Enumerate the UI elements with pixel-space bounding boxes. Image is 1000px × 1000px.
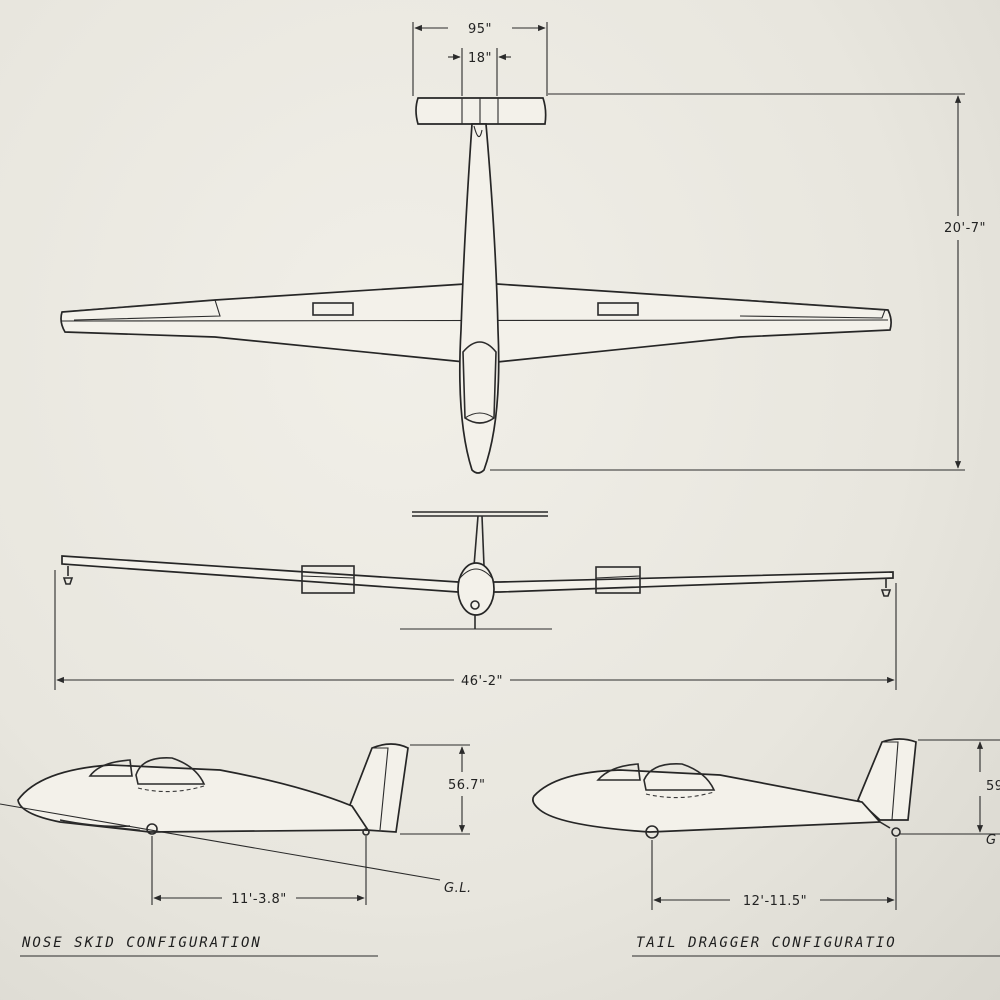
caption-tail-dragger: TAIL DRAGGER CONFIGURATIO: [636, 935, 897, 951]
wheelbase-label-nose-skid: 11'-3.8": [231, 892, 286, 907]
stabilizer-center-label: 18": [468, 51, 492, 66]
front-view: 46'-2": [54, 511, 897, 690]
fuselage-front: [457, 562, 495, 616]
stabilizer-span-label: 95": [468, 22, 492, 37]
wheelbase-label-tail-dragger: 12'-11.5": [743, 894, 807, 909]
caption-nose-skid: NOSE SKID CONFIGURATION: [21, 935, 262, 951]
ground-line-label-nose-skid: G.L.: [444, 881, 472, 896]
top-view: 95" 18" 20'-7": [60, 22, 986, 474]
wingspan-label: 46'-2": [461, 674, 503, 689]
overall-length-label: 20'-7": [944, 221, 986, 236]
tail-height-label-tail-dragger: 59": [986, 779, 1000, 794]
horizontal-stabilizer: [415, 97, 547, 125]
fuselage-side-nose-skid: [17, 764, 370, 833]
ground-line-label-tail-dragger: G: [986, 833, 997, 848]
tail-height-label-nose-skid: 56.7": [448, 778, 485, 793]
fuselage-side-tail-dragger: [532, 769, 882, 833]
side-view-nose-skid: G.L. 56.7" 11'-3.8" NOSE SKID CONFIGURAT…: [0, 743, 485, 957]
side-view-tail-dragger: 59" G 12'-11.5" TAIL DRAGGER CONFIGURATI…: [532, 738, 1000, 957]
fuselage-top: [458, 123, 500, 474]
